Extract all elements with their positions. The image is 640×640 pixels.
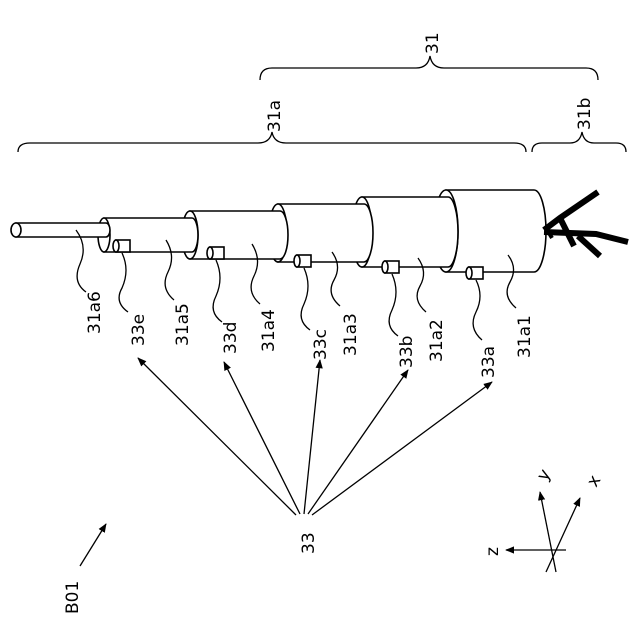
element-33a [466,267,483,279]
label-33c: 33c [311,329,331,360]
label-31a5: 31a5 [173,303,193,346]
label-31a4: 31a4 [259,309,279,352]
arrow-b01 [80,524,106,566]
label-31a: 31a [265,100,285,132]
element-33d [207,247,224,259]
label-31a2: 31a2 [427,319,447,362]
cable-31b [544,192,628,256]
leader-33d [213,260,222,322]
element-33b [382,261,399,273]
label-33e: 33e [129,314,149,346]
brace-31a [18,132,526,152]
brace-31 [260,56,598,80]
axis-label-y: y [533,466,555,485]
label-31a1: 31a1 [515,315,535,358]
arrows-33 [138,358,492,515]
leader-33c [301,268,310,330]
leader-31a6 [76,230,86,292]
axis-indicator: z y x [483,466,605,572]
segment-31a6 [11,223,110,237]
element-33c [294,255,311,267]
label-b01: B01 [63,581,83,614]
leader-33b [389,274,398,336]
axis-label-z: z [483,547,503,556]
brace-31b [532,132,626,152]
axis-label-x: x [583,472,605,491]
label-33: 33 [299,532,319,554]
label-31a6: 31a6 [85,291,105,334]
leader-33e [119,253,128,312]
label-31b: 31b [575,98,595,130]
label-31a3: 31a3 [341,313,361,356]
label-31: 31 [423,32,443,54]
element-33e [113,240,130,252]
label-33d: 33d [221,322,241,354]
leader-33a [473,280,482,340]
label-33b: 33b [397,336,417,368]
label-33a: 33a [479,346,499,378]
